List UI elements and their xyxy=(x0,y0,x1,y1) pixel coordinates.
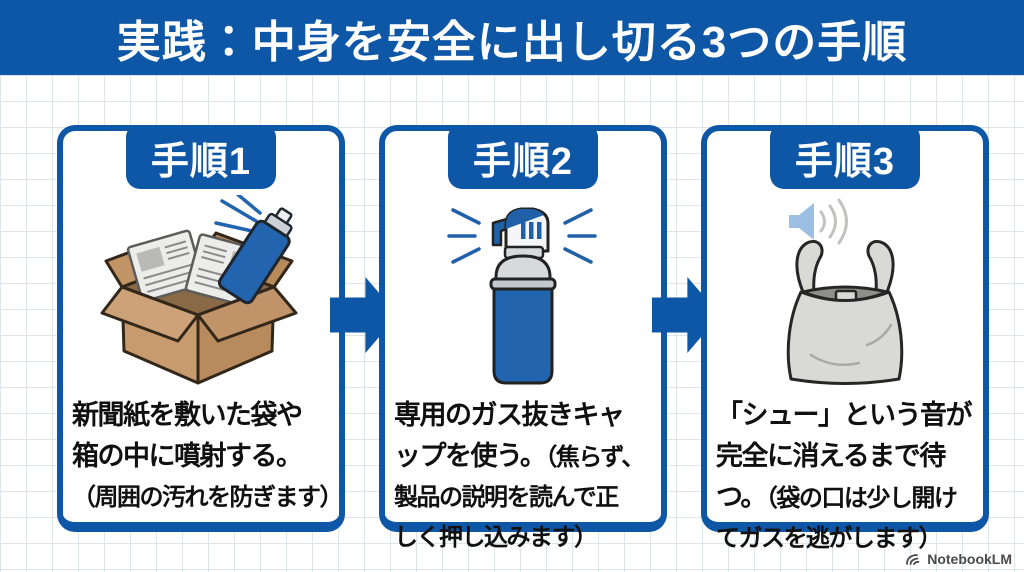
step-card-2: 手順2 xyxy=(379,125,667,551)
step-tab-2: 手順2 xyxy=(448,125,598,189)
step-3-note-text: （袋の口は少し開け てガスを逃がします） xyxy=(716,485,958,552)
illustration-step-1 xyxy=(63,193,339,389)
plastic-bag-icon xyxy=(786,240,904,385)
spray-lines-icon xyxy=(214,195,262,233)
step-card-1: 手順1 xyxy=(57,125,345,532)
step-2-main-text: 専用のガス抜きキャ ップを使う。 xyxy=(394,400,625,471)
step-caption-1: 新聞紙を敷いた袋や 箱の中に噴射する。 （周囲の汚れを防ぎます） xyxy=(63,389,344,519)
cardboard-box-spray-icon xyxy=(100,195,298,385)
step-card-3: 手順3 xyxy=(701,125,989,552)
brand-text: NotebookLM xyxy=(927,551,1012,567)
step-2-note-text: （焦らず、 製品の説明を読んで正 しく押し込みます） xyxy=(394,444,645,551)
step-tab-3-label: 手順3 xyxy=(794,140,896,183)
step-1-note-text: （周囲の汚れを防ぎます） xyxy=(72,484,344,511)
step-tab-1: 手順1 xyxy=(126,125,276,189)
step-1-main-text: 新聞紙を敷いた袋や 箱の中に噴射する。 xyxy=(72,400,303,471)
step-tab-3: 手順3 xyxy=(770,125,920,189)
step-3-main-text: 「シュー」という音が 完全に消えるまで待 つ。 xyxy=(716,400,973,512)
illustration-step-3 xyxy=(707,193,983,389)
gas-release-cap-can-icon xyxy=(447,207,597,385)
gas-release-cap-icon xyxy=(491,207,550,253)
notebooklm-logo: NotebookLM xyxy=(905,551,1012,567)
hiss-lines-icon xyxy=(447,208,597,264)
plastic-bag-sound-icon xyxy=(786,198,904,385)
step-caption-2: 専用のガス抜きキャ ップを使う。（焦らず、 製品の説明を読んで正 しく押し込みま… xyxy=(385,389,661,559)
speaker-icon xyxy=(789,198,848,245)
spray-can-icon xyxy=(217,207,293,305)
step-tab-2-label: 手順2 xyxy=(472,140,574,183)
step-caption-3: 「シュー」という音が 完全に消えるまで待 つ。（袋の口は少し開け てガスを逃がし… xyxy=(707,389,983,560)
page-title: 実践：中身を安全に出し切る3つの手順 xyxy=(116,17,908,67)
header-bar: 実践：中身を安全に出し切る3つの手順 xyxy=(0,0,1024,75)
illustration-step-2 xyxy=(385,193,661,389)
step-tab-1-label: 手順1 xyxy=(150,140,252,183)
notebooklm-logo-icon xyxy=(906,554,920,565)
